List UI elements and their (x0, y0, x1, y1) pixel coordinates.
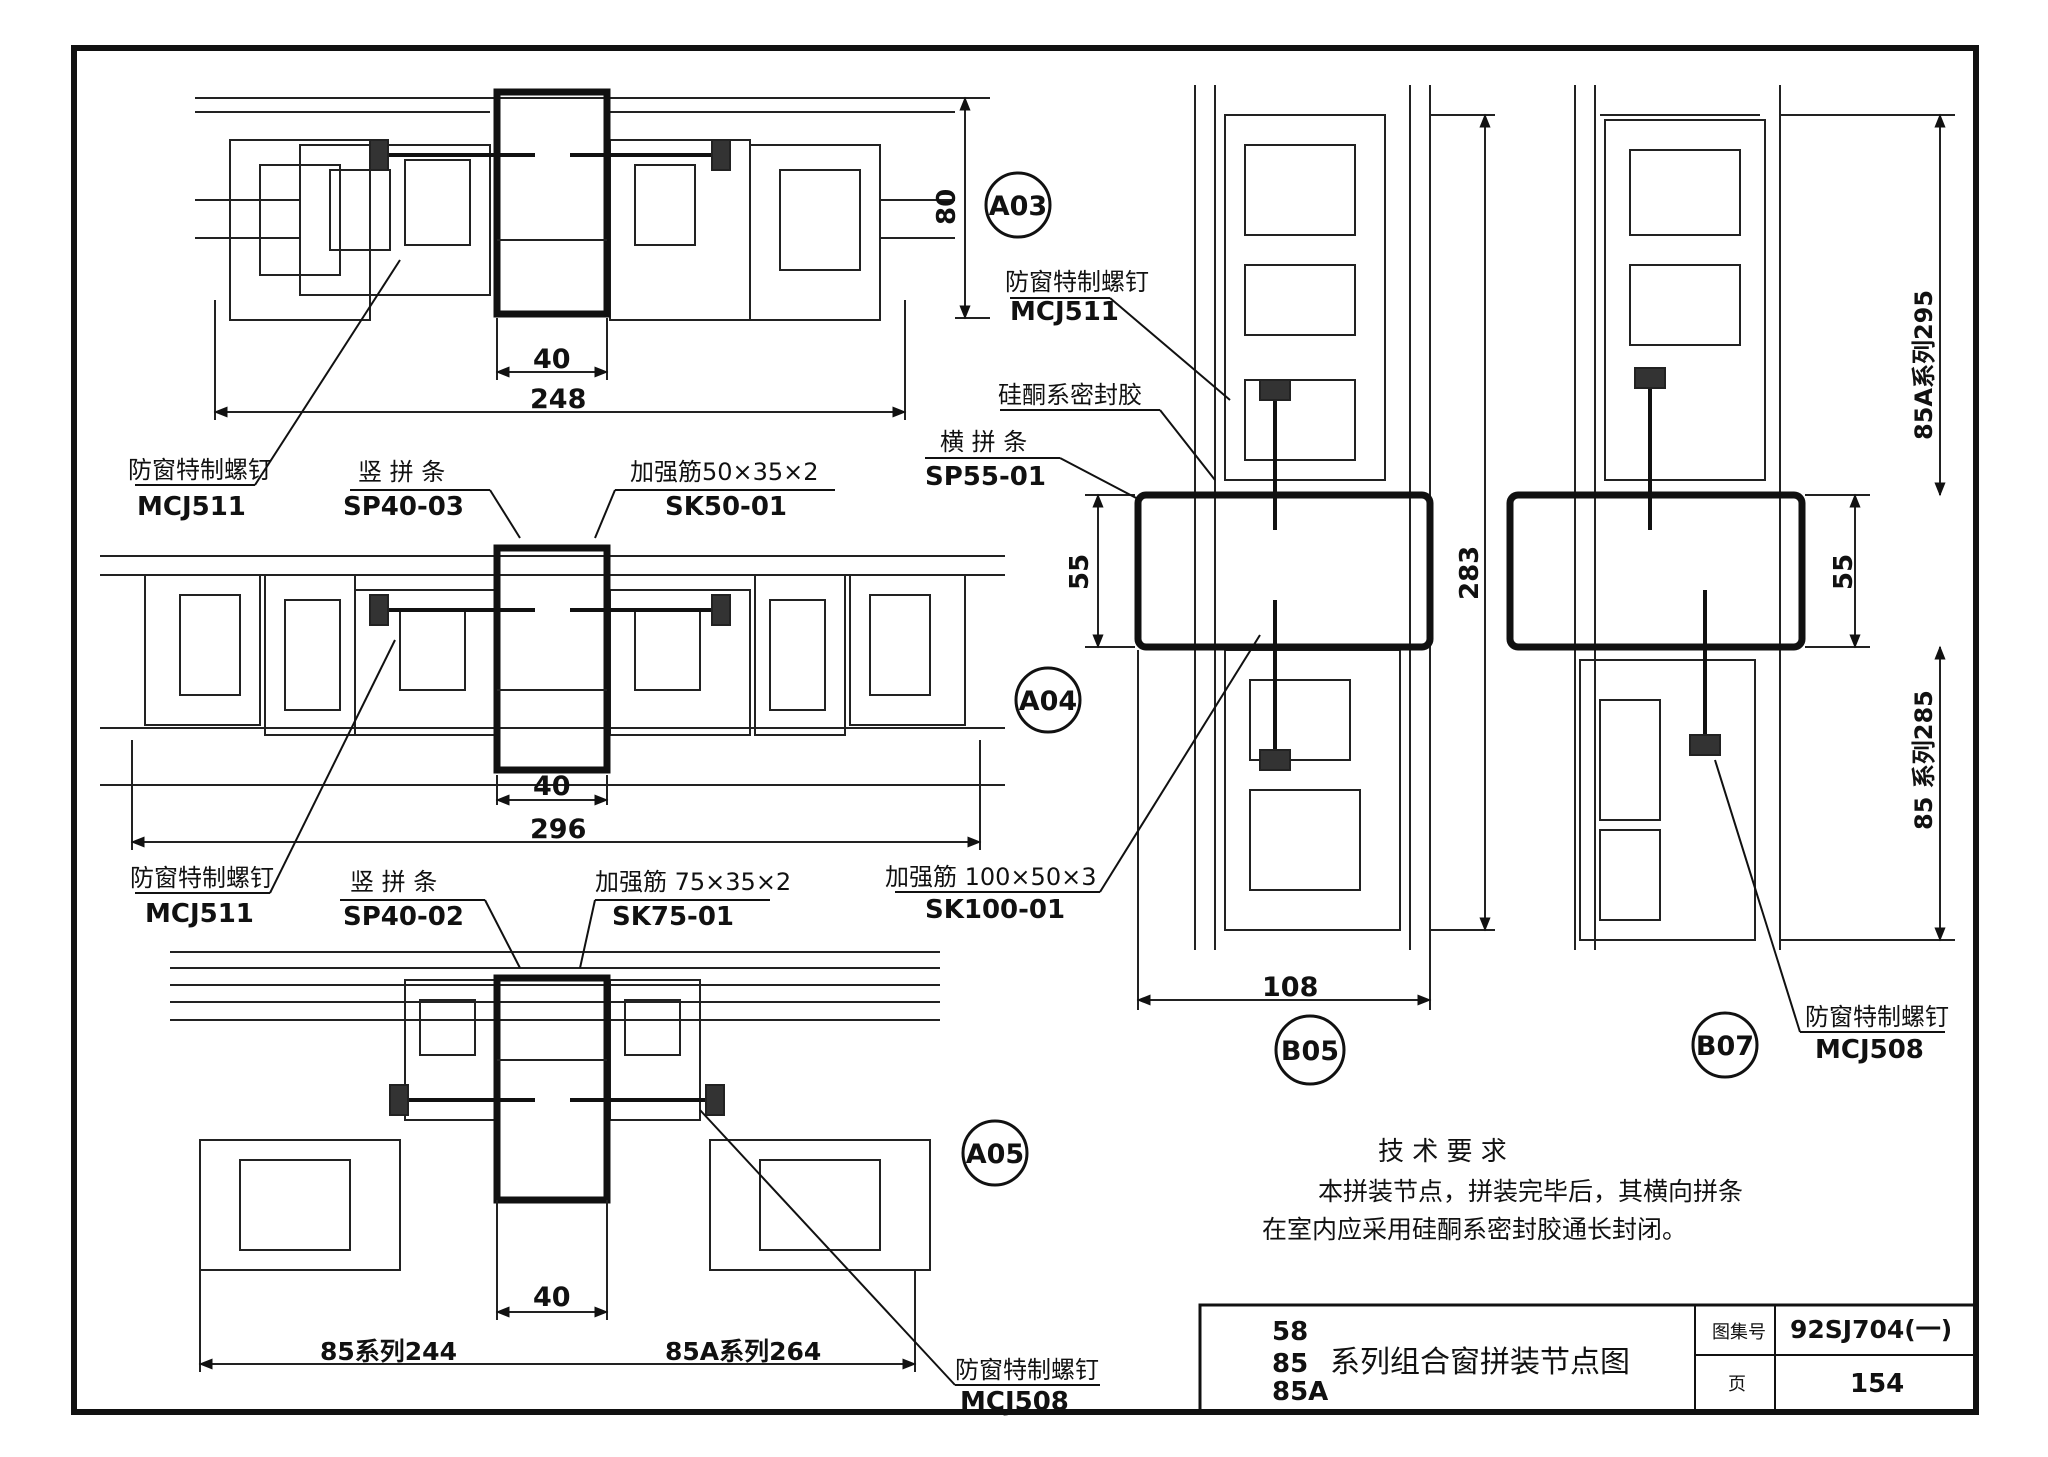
transom-label-code: SP55-01 (925, 462, 1046, 492)
sealant-label: 硅酮系密封胶 (998, 381, 1142, 409)
mullion-label-code: SP40-02 (343, 902, 464, 932)
title-series-85: 85 (1272, 1349, 1308, 1379)
b07-dim-285: 85 系列285 (1910, 690, 1938, 830)
a03-dim-40: 40 (533, 344, 571, 375)
title-series-85a: 85A (1272, 1377, 1328, 1407)
a05-dim-right: 85A系列264 (665, 1337, 821, 1366)
screw-label-code: MCJ511 (145, 899, 254, 929)
detail-a04 (100, 544, 1005, 850)
drawing-title: 系列组合窗拼装节点图 (1330, 1345, 1630, 1380)
screw-label-code: MCJ508 (960, 1387, 1069, 1417)
screw-label-code: MCJ511 (1010, 297, 1119, 327)
a05-dim-40: 40 (533, 1282, 571, 1313)
svg-text:A05: A05 (966, 1139, 1024, 1170)
leader-lines (135, 259, 1945, 1386)
b07-tag: B07 (1691, 1011, 1759, 1079)
svg-text:A04: A04 (1019, 686, 1077, 717)
sheet-frame (71, 45, 1979, 1415)
screw-label-code: MCJ508 (1815, 1035, 1924, 1065)
screw-label-cn: 防窗特制螺钉 (1805, 1003, 1949, 1031)
title-block (1198, 1303, 1978, 1414)
rib-label-cn: 加强筋50×35×2 (630, 458, 819, 486)
atlas-label: 图集号 (1712, 1322, 1766, 1343)
screw-label-cn: 防窗特制螺钉 (130, 864, 274, 892)
detail-b07 (1506, 85, 1955, 950)
b05-dim-55: 55 (1065, 554, 1095, 590)
rib-label-code: SK50-01 (665, 492, 787, 522)
a04-dim-40: 40 (533, 771, 571, 802)
rib-label-code: SK100-01 (925, 895, 1065, 925)
page-label: 页 (1728, 1374, 1746, 1395)
requirements-line-1: 本拼装节点，拼装完毕后，其横向拼条 (1318, 1177, 1743, 1206)
mullion-label-cn: 竖 拼 条 (358, 458, 445, 486)
atlas-number: 92SJ704(一) (1790, 1315, 1952, 1344)
a03-dim-248: 248 (530, 384, 586, 415)
a04-dim-296: 296 (530, 814, 586, 845)
b05-dim-283: 283 (1455, 546, 1485, 600)
screw-label-cn: 防窗特制螺钉 (1005, 268, 1149, 296)
rib-label-cn: 加强筋 100×50×3 (885, 863, 1096, 891)
rib-label-code: SK75-01 (612, 902, 734, 932)
b07-dim-295: 85A系列295 (1910, 290, 1938, 440)
svg-text:A03: A03 (989, 191, 1047, 222)
requirements-title: 技 术 要 求 (1378, 1137, 1507, 1167)
rib-label-cn: 加强筋 75×35×2 (595, 868, 791, 896)
svg-text:B07: B07 (1696, 1031, 1754, 1062)
requirements-line-2: 在室内应采用硅酮系密封胶通长封闭。 (1262, 1215, 1687, 1244)
a05-tag: A05 (961, 1119, 1029, 1187)
detail-a05 (170, 951, 940, 1372)
screw-label-cn: 防窗特制螺钉 (128, 456, 272, 484)
a05-dim-left: 85系列244 (320, 1337, 457, 1366)
b05-dim-108: 108 (1262, 972, 1318, 1003)
svg-text:B05: B05 (1281, 1036, 1339, 1067)
a04-tag: A04 (1014, 666, 1082, 734)
mullion-label-cn: 竖 拼 条 (350, 868, 437, 896)
mullion-label-code: SP40-03 (343, 492, 464, 522)
screw-label-code: MCJ511 (137, 492, 246, 522)
b07-dim-55: 55 (1829, 554, 1859, 590)
detail-b05 (1085, 85, 1495, 1010)
transom-label-cn: 横 拼 条 (940, 428, 1027, 456)
title-series-58: 58 (1272, 1317, 1308, 1347)
page-number: 154 (1850, 1369, 1904, 1399)
b05-tag: B05 (1274, 1014, 1346, 1086)
a03-tag: A03 (984, 171, 1052, 239)
a03-dim-80: 80 (932, 189, 962, 225)
detail-a03 (195, 88, 990, 420)
screw-label-cn: 防窗特制螺钉 (955, 1356, 1099, 1384)
